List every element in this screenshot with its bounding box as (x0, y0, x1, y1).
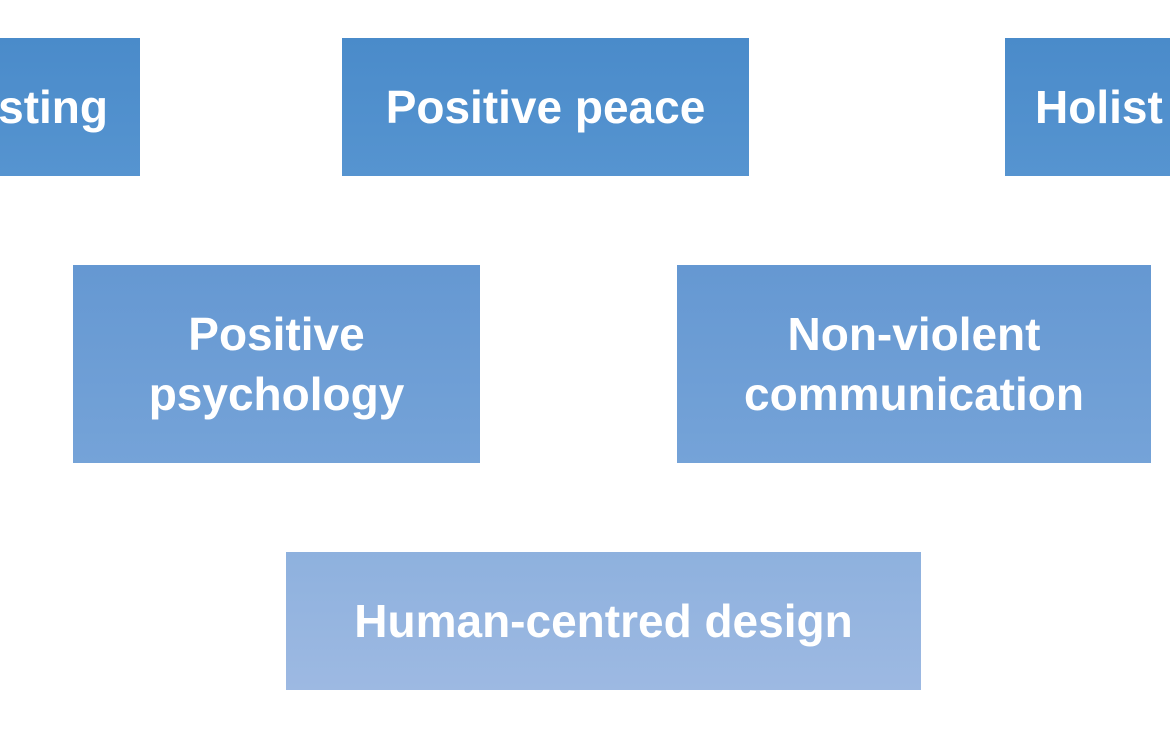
concept-box-fasting: sting (0, 38, 140, 176)
concept-box-positive-peace: Positive peace (342, 38, 749, 176)
concept-box-non-violent-communication: Non-violent communication (677, 265, 1151, 463)
concept-box-holistic: Holist (1005, 38, 1170, 176)
concept-box-human-centred-design: Human-centred design (286, 552, 921, 690)
concept-box-positive-psychology: Positive psychology (73, 265, 480, 463)
